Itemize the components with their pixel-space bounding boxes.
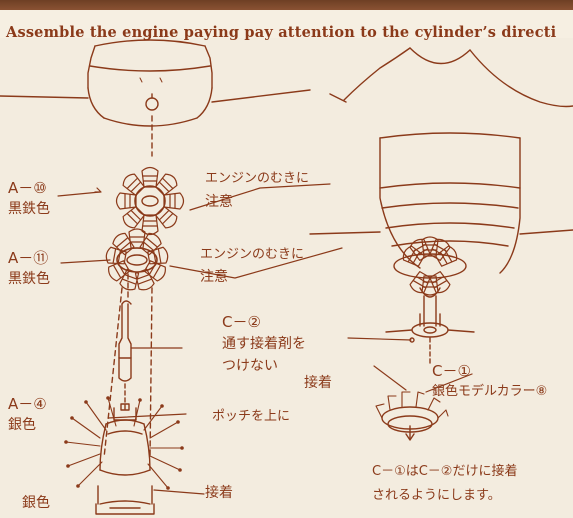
label-a10-note-1: エンジンのむきに	[205, 171, 310, 186]
fuselage-right	[309, 47, 573, 274]
label-a4-color: 銀色	[8, 417, 36, 433]
instruction-title: Assemble the engine paying pay attention…	[6, 24, 557, 41]
label-c1-part: C－①	[432, 362, 471, 380]
instruction-header: Assemble the engine paying pay attention…	[0, 10, 573, 41]
label-c1-note-1: C－①はC－②だけに接着	[372, 464, 518, 479]
a4-crankcase	[64, 396, 184, 490]
installed-engine-right	[393, 236, 467, 327]
label-a10-note-2: 注意	[205, 194, 233, 210]
label-glue-left: 接着	[205, 485, 233, 501]
label-bottom-color: 銀色	[22, 495, 50, 511]
propeller-hub-right	[385, 313, 475, 367]
a11-cylinder-ring	[105, 228, 169, 291]
label-a11-note-2: 注意	[200, 269, 228, 285]
label-a4-note: ポッチを上に	[212, 409, 291, 424]
label-a10-part: A－⑩	[8, 179, 47, 197]
label-a11-note-1: エンジンのむきに	[200, 247, 305, 262]
c1-gear-part	[375, 391, 449, 441]
label-glue-right: 接着	[304, 375, 332, 391]
assembly-diagram	[0, 39, 573, 515]
label-a4-part: A－④	[8, 395, 47, 413]
label-c2-note-2: つけない	[222, 358, 278, 374]
label-a11-part: A－⑪	[8, 249, 49, 267]
label-a10-color: 黒鉄色	[8, 201, 50, 217]
label-a11-color: 黒鉄色	[8, 271, 50, 287]
label-c1-note-2: されるようにします。	[372, 488, 501, 503]
label-c1-color: 銀色モデルカラー⑧	[432, 384, 548, 399]
a10-cylinder-ring	[115, 166, 185, 236]
label-c2-note-1: 通す接着剤を	[222, 336, 306, 352]
top-border-strip	[0, 0, 573, 10]
label-c2-part: C－②	[222, 313, 261, 331]
bottom-washer	[95, 485, 155, 515]
c2-shaft	[118, 300, 132, 411]
fuselage-nose-left	[0, 39, 311, 127]
leader-lines	[57, 183, 473, 495]
guide-lines-middle	[103, 273, 153, 459]
